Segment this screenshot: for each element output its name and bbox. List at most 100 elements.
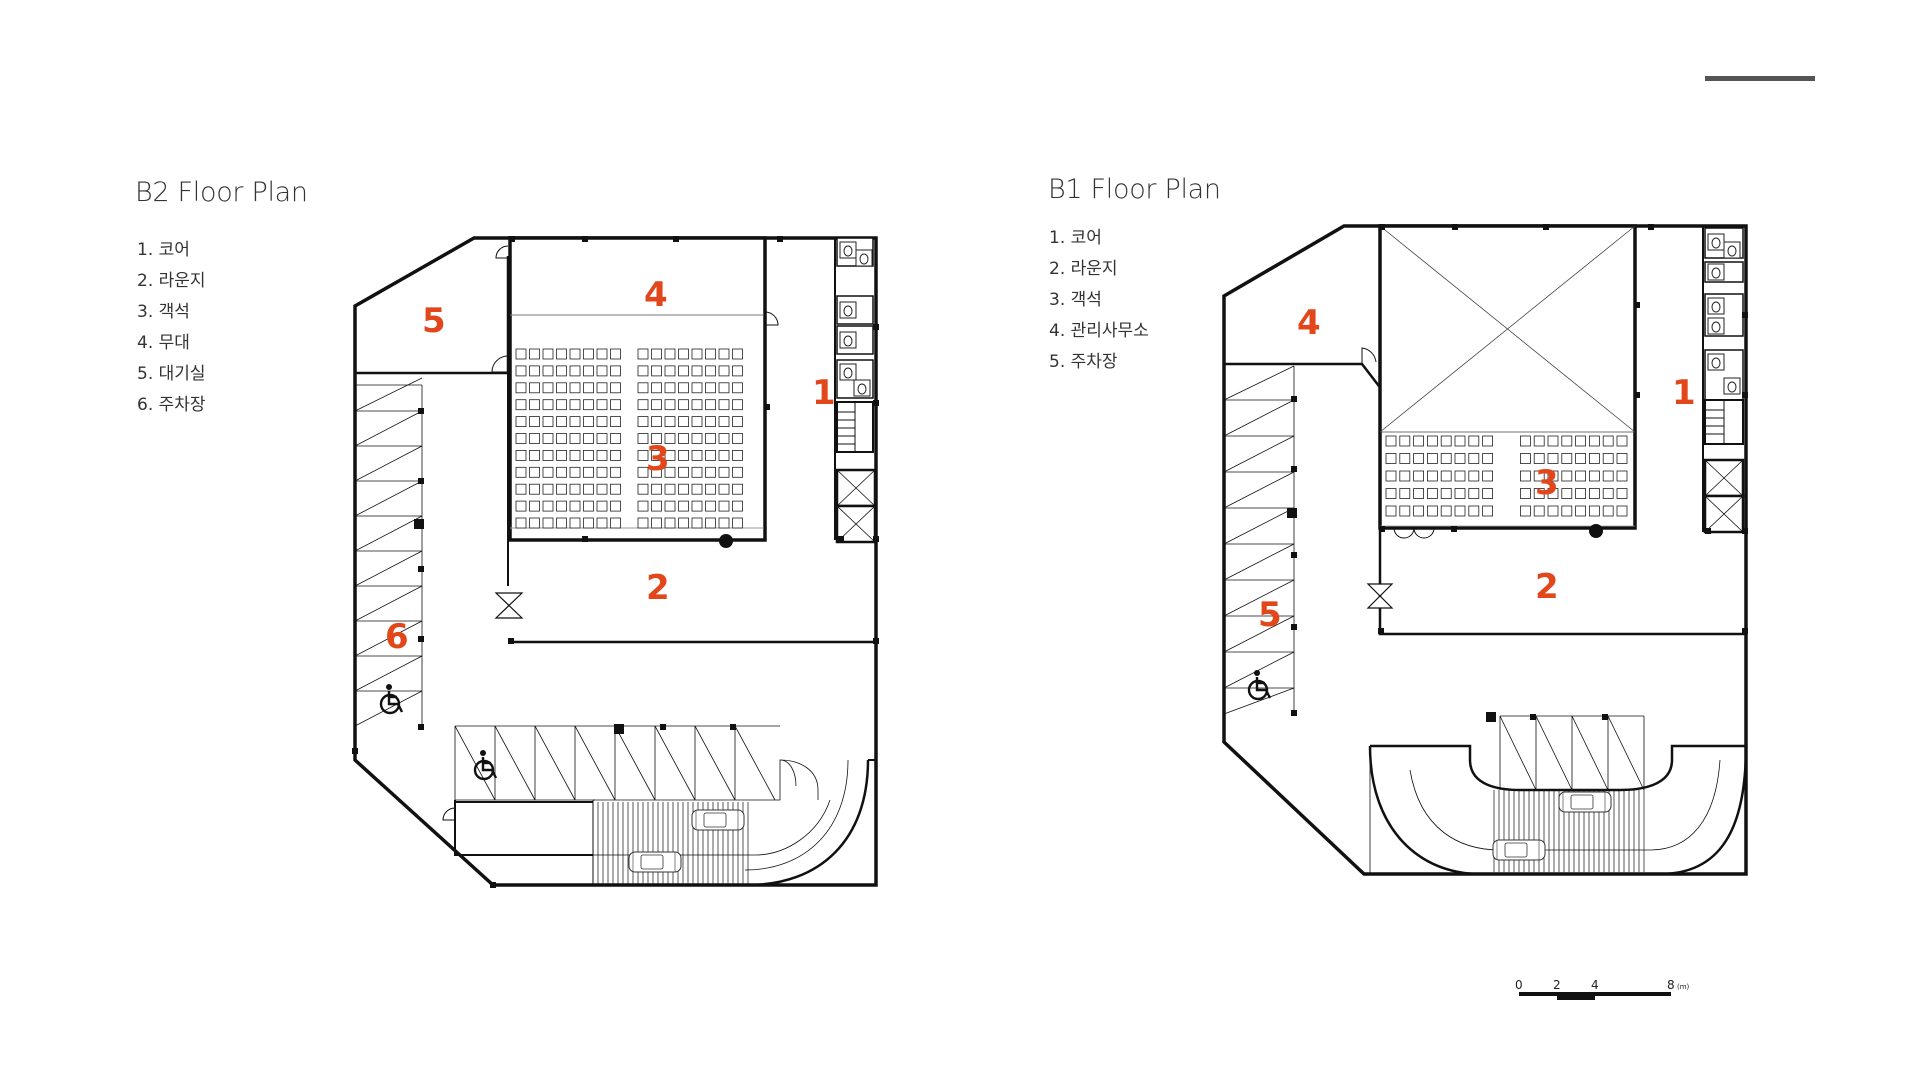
seat [678,449,689,461]
seat [1520,453,1531,464]
seat [610,382,621,394]
seat [596,365,608,377]
seat [542,365,554,377]
seat [1440,435,1452,447]
seat [1547,453,1559,464]
seat [678,365,689,377]
seat [678,433,689,444]
seat [596,449,608,461]
seat [529,433,540,444]
seat [515,382,527,394]
seat [1589,435,1600,447]
seat [529,416,540,428]
scale-tick: 0 [1515,978,1523,992]
seat [651,382,662,394]
seat [515,348,527,360]
seat [705,348,716,360]
seat [1533,505,1545,517]
seat [542,382,554,394]
seat [1616,505,1628,517]
seat [651,500,662,512]
seat [1440,488,1452,499]
seat [542,517,554,529]
seat [1482,453,1493,464]
seat [1533,488,1545,499]
b2-legend-item: 2. 라운지 [137,271,206,291]
seat [1468,488,1480,499]
seat [1589,505,1600,517]
seat [1385,470,1397,482]
seat [1575,470,1586,482]
seat [515,399,527,411]
seat [651,483,662,495]
seat [678,517,689,529]
seat [610,466,621,478]
seat [1589,470,1600,482]
seat [651,433,662,444]
seat [691,348,703,360]
seat [529,500,540,512]
seat [1399,470,1411,482]
seat [637,382,649,394]
seat [1427,470,1438,482]
seat [691,433,703,444]
seat [1413,470,1424,482]
seat [1427,453,1438,464]
seat [691,416,703,428]
b1-legend-item: 2. 라운지 [1049,259,1118,279]
seat [678,483,689,495]
seat [1440,470,1452,482]
seat [569,399,581,411]
seat [637,399,649,411]
seat [732,348,743,360]
seat [1602,470,1614,482]
b2-plan: 1 2 3 4 5 6 [352,236,879,888]
seat [1385,435,1397,447]
seat [1575,488,1586,499]
seat [705,500,716,512]
b2-room-label: 2 [646,568,670,608]
seat [1454,505,1466,517]
seat [1454,435,1466,447]
b2-room-label: 6 [385,617,409,657]
seat [596,399,608,411]
b2-room-label: 5 [422,301,446,341]
seat [664,483,676,495]
seat [732,483,743,495]
seat [1385,488,1397,499]
seat [1440,453,1452,464]
seat [1482,505,1493,517]
seat [1520,435,1531,447]
b1-legend-item: 1. 코어 [1049,228,1102,248]
b2-ramp [454,759,876,887]
seat [515,500,527,512]
seat [583,382,594,394]
b2-legend-item: 3. 객석 [137,302,190,322]
seat [1547,435,1559,447]
seat [705,382,716,394]
seat [718,517,730,529]
seat [583,416,594,428]
header-accent-bar [1705,76,1815,81]
seat [732,449,743,461]
scale-tick: 2 [1553,978,1561,992]
seat [556,483,567,495]
seat [529,483,540,495]
seat [1385,505,1397,517]
b2-room-label: 3 [646,439,670,479]
seat [664,433,676,444]
seat [651,365,662,377]
seat [1468,470,1480,482]
seat [542,433,554,444]
seat [664,382,676,394]
seat [718,365,730,377]
b2-legend-item: 1. 코어 [137,240,190,260]
seat [732,500,743,512]
seat [691,399,703,411]
seat [1399,488,1411,499]
seat [705,433,716,444]
seat [1589,453,1600,464]
seat [596,483,608,495]
seat [1547,488,1559,499]
car-icon [1492,839,1546,861]
